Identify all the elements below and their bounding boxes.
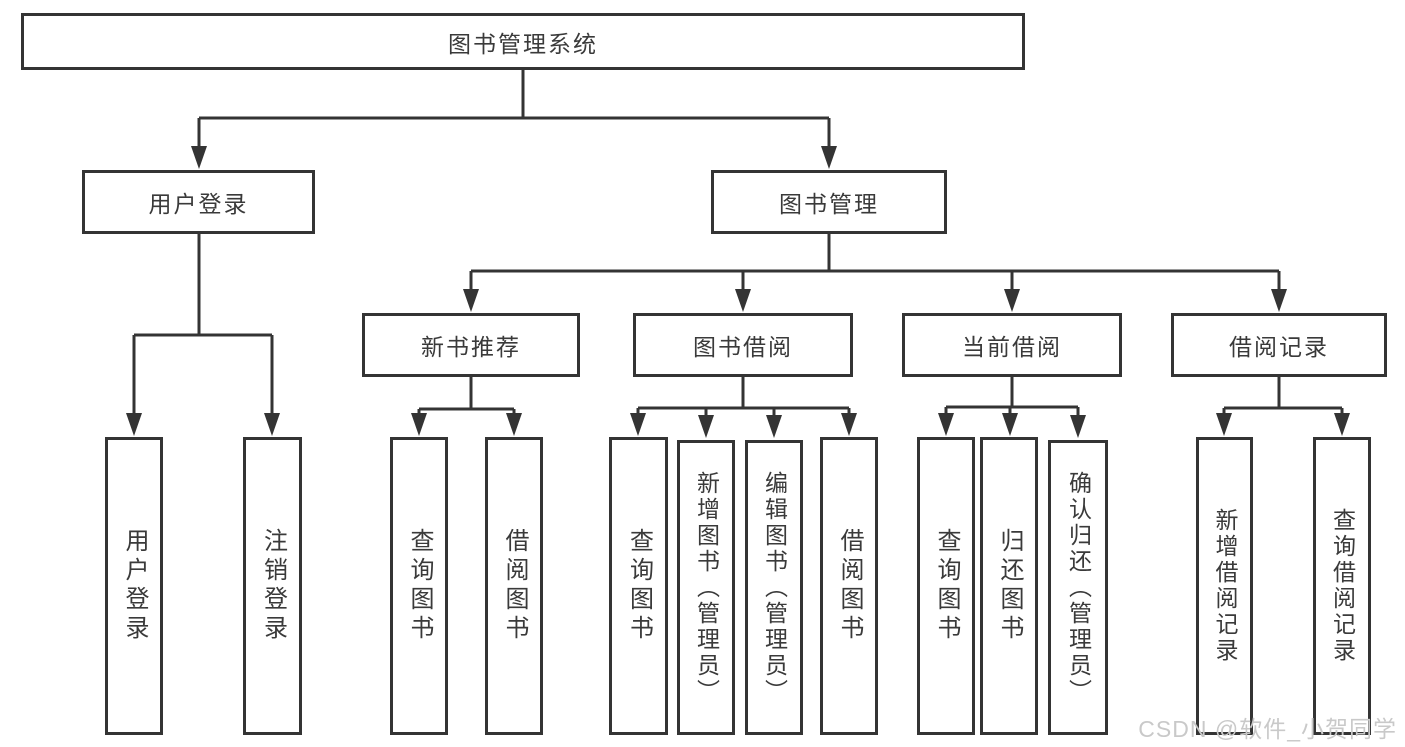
level3-box-current-borrow: 当前借阅 (902, 313, 1122, 377)
leaf-label: 查询图书 (933, 528, 960, 644)
leaf-label: 查询借阅记录 (1329, 508, 1356, 664)
leaf-box-user-login: 用户登录 (105, 437, 163, 735)
leaf-box-logout: 注销登录 (243, 437, 302, 735)
level3-box-book-borrow: 图书借阅 (633, 313, 853, 377)
arrowhead (698, 415, 714, 438)
leaf-label: 查询图书 (406, 528, 433, 644)
arrowhead (1070, 415, 1086, 438)
arrowhead (938, 413, 954, 436)
arrowhead (1216, 413, 1232, 436)
level3-label: 当前借阅 (962, 334, 1062, 360)
level2-box-book-management: 图书管理 (711, 170, 947, 234)
level3-box-borrow-record: 借阅记录 (1171, 313, 1387, 377)
arrowhead (411, 413, 427, 436)
arrowhead (1334, 413, 1350, 436)
level3-label: 新书推荐 (421, 334, 521, 360)
leaf-box-return-books: 归还图书 (980, 437, 1038, 735)
arrowhead (735, 289, 751, 312)
root-box-library-system: 图书管理系统 (21, 13, 1025, 70)
connector-bookborrow-to-leaves (636, 377, 851, 416)
arrowhead (1004, 289, 1020, 312)
connector-newbook-to-leaves (417, 377, 516, 416)
leaf-label: 新增借阅记录 (1212, 508, 1238, 664)
leaf-label: 归还图书 (996, 528, 1023, 644)
leaf-box-query-books: 查询图书 (609, 437, 668, 735)
arrowhead (841, 413, 857, 436)
leaf-box-add-borrow-record: 新增借阅记录 (1196, 437, 1253, 735)
leaf-label: 注销登录 (259, 528, 287, 644)
level3-label: 借阅记录 (1229, 334, 1329, 360)
arrowhead (821, 146, 837, 169)
level3-label: 图书借阅 (693, 334, 793, 360)
arrowhead (506, 413, 522, 436)
connector-bookmgmt-to-level3 (469, 234, 1281, 294)
leaf-label: 新增图书（管理员） (693, 470, 720, 705)
connector-currentborrow-to-leaves (944, 377, 1080, 416)
leaf-box-edit-books-admin: 编辑图书（管理员） (745, 440, 803, 735)
connector-root-to-level2 (197, 70, 831, 150)
leaf-label: 借阅图书 (836, 528, 863, 644)
leaf-label: 确认归还（管理员） (1065, 470, 1092, 705)
arrowhead (191, 146, 207, 169)
leaf-label: 查询图书 (625, 528, 653, 644)
arrowhead (1271, 289, 1287, 312)
watermark: CSDN @软件_小贺同学 (1138, 716, 1397, 742)
leaf-box-query-borrow-record: 查询借阅记录 (1313, 437, 1371, 735)
leaf-box-query-books: 查询图书 (917, 437, 975, 735)
leaf-box-borrow-books: 借阅图书 (485, 437, 543, 735)
leaf-box-query-books: 查询图书 (390, 437, 448, 735)
arrowhead (766, 415, 782, 438)
connector-borrowrecord-to-leaves (1222, 377, 1344, 416)
leaf-label: 用户登录 (121, 528, 148, 644)
arrowhead (630, 413, 646, 436)
level2-box-user-login: 用户登录 (82, 170, 315, 234)
root-label: 图书管理系统 (448, 30, 598, 57)
level2-label: 用户登录 (148, 191, 249, 217)
leaf-box-add-books-admin: 新增图书（管理员） (677, 440, 735, 735)
leaf-label: 借阅图书 (501, 528, 528, 644)
level2-label: 图书管理 (779, 191, 879, 217)
leaf-box-confirm-return-admin: 确认归还（管理员） (1048, 440, 1108, 735)
leaf-box-borrow-books: 借阅图书 (820, 437, 878, 735)
arrowhead (126, 413, 142, 436)
leaf-label: 编辑图书（管理员） (761, 470, 788, 705)
level3-box-new-book-recommend: 新书推荐 (362, 313, 580, 377)
connector-userlogin-to-leaves (132, 234, 274, 416)
arrowhead (463, 289, 479, 312)
arrowhead (1002, 413, 1018, 436)
arrowhead (264, 413, 280, 436)
